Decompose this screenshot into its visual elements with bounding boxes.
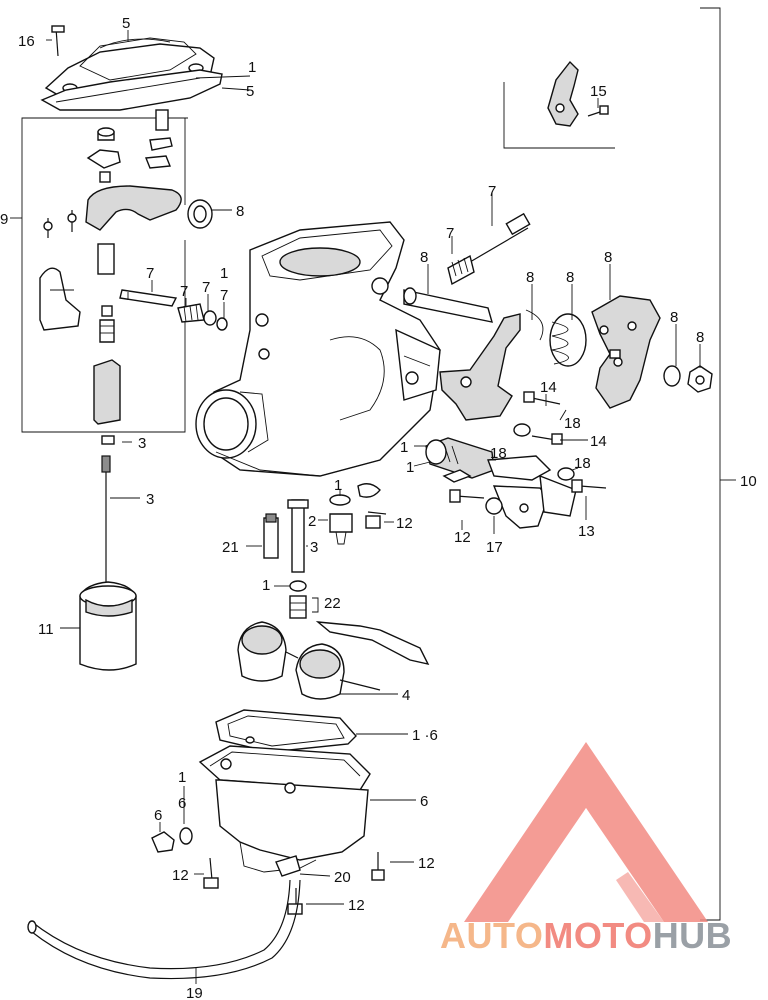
callout-8-oring: 8 bbox=[236, 203, 244, 220]
callout-1-drain: 1 bbox=[178, 769, 186, 786]
overflow-tube bbox=[27, 879, 301, 980]
callout-13-starter-plate: 13 bbox=[578, 523, 595, 540]
float-bowl bbox=[151, 709, 385, 915]
callout-16-cover-screw: 16 bbox=[18, 33, 35, 50]
callout-14-link-screw: 14 bbox=[540, 379, 557, 396]
callout-8-lever: 8 bbox=[526, 269, 534, 286]
callout-20-clip: 20 bbox=[334, 869, 351, 886]
callout-22-main-jet: 22 bbox=[324, 595, 341, 612]
callout-2-float-valve: 2 bbox=[308, 513, 316, 530]
callout-1-starter: 1 bbox=[400, 439, 408, 456]
callout-5-top-cover: 5 bbox=[122, 15, 130, 32]
callout-12-bowl-screw-left: 12 bbox=[172, 867, 189, 884]
callout-8-return-spring: 8 bbox=[566, 269, 574, 286]
callout-7-throttle-screw: 7 bbox=[488, 183, 496, 200]
callout-labels: 16 5 1 5 15 9 8 7 7 8 8 8 8 8 8 7 7 7 1 … bbox=[0, 15, 757, 1000]
callout-1-cover: 1 bbox=[248, 59, 256, 76]
callout-19-overflow-tube: 19 bbox=[186, 985, 203, 1000]
callout-7-pilot-screw: 7 bbox=[146, 265, 154, 282]
callout-1-float-valve-seat: 1 bbox=[334, 477, 342, 494]
brand-auto: AUTO bbox=[440, 915, 544, 956]
callout-15-bracket-screw: 15 bbox=[590, 83, 607, 100]
callout-3-needle-clip: 3 bbox=[138, 435, 146, 452]
callout-8-nut: 8 bbox=[696, 329, 704, 346]
callout-21-slow-jet: 21 bbox=[222, 539, 239, 556]
callout-3-needle-jet: 3 bbox=[310, 539, 318, 556]
callout-1-pilot: 1 bbox=[220, 265, 228, 282]
callout-7-spring: 7 bbox=[446, 225, 454, 242]
carburetor-body bbox=[195, 221, 441, 477]
callout-1-main-jet-washer: 1 bbox=[262, 577, 270, 594]
throttle-bracket-inset bbox=[503, 60, 615, 149]
callout-12-bowl-screw-right: 12 bbox=[418, 855, 435, 872]
callout-17-washer: 17 bbox=[486, 539, 503, 556]
automotohub-logo-icon bbox=[464, 742, 708, 922]
top-cover-assembly bbox=[40, 25, 223, 111]
callout-12-tube-screw: 12 bbox=[348, 897, 365, 914]
adjusting-screws bbox=[119, 289, 228, 331]
vacuum-piston-group bbox=[21, 109, 213, 445]
leader-lines bbox=[10, 7, 736, 984]
callout-18-collar: 18 bbox=[574, 455, 591, 472]
callout-11-throttle-slide: 11 bbox=[38, 621, 54, 638]
callout-4-float: 4 bbox=[402, 687, 410, 704]
callout-3-jet-needle: 3 bbox=[146, 491, 154, 508]
callout-7-pilot-oring: 7 bbox=[220, 287, 228, 304]
callout-8-shaft: 8 bbox=[420, 249, 428, 266]
throttle-linkage bbox=[403, 212, 713, 529]
callout-18-starter-lever: 18 bbox=[490, 445, 507, 462]
callout-14-screw: 14 bbox=[590, 433, 607, 450]
callout-1-starter-spring: 1 bbox=[406, 459, 414, 476]
needle-and-slide bbox=[79, 455, 137, 671]
callout-6-float-bowl: 6 bbox=[420, 793, 428, 810]
callout-7-pilot-washer: 7 bbox=[202, 279, 210, 296]
callout-8-washer: 8 bbox=[670, 309, 678, 326]
callout-12-link-screw: 12 bbox=[454, 529, 471, 546]
callout-18-link: 18 bbox=[564, 415, 581, 432]
callout-6-drain-plug: 6 bbox=[154, 807, 162, 824]
brand-moto: MOTO bbox=[543, 915, 653, 956]
callout-7-pilot-spring: 7 bbox=[180, 283, 188, 300]
callout-9-piston-set: 9 bbox=[0, 211, 8, 228]
callout-8-throttle-cam: 8 bbox=[604, 249, 612, 266]
brand-hub: HUB bbox=[652, 915, 733, 956]
automotohub-wordmark: AUTOMOTOHUB bbox=[440, 915, 765, 965]
float-assembly bbox=[237, 621, 430, 700]
callout-10-carburetor-assembly: 10 bbox=[740, 473, 757, 490]
callout-6-drain-washer: 6 bbox=[178, 795, 186, 812]
callout-1-6-bowl-gasket: 1 ·6 bbox=[412, 727, 438, 744]
callout-12-valve-screw: 12 bbox=[396, 515, 413, 532]
callout-5-cover-gasket: 5 bbox=[246, 83, 254, 100]
